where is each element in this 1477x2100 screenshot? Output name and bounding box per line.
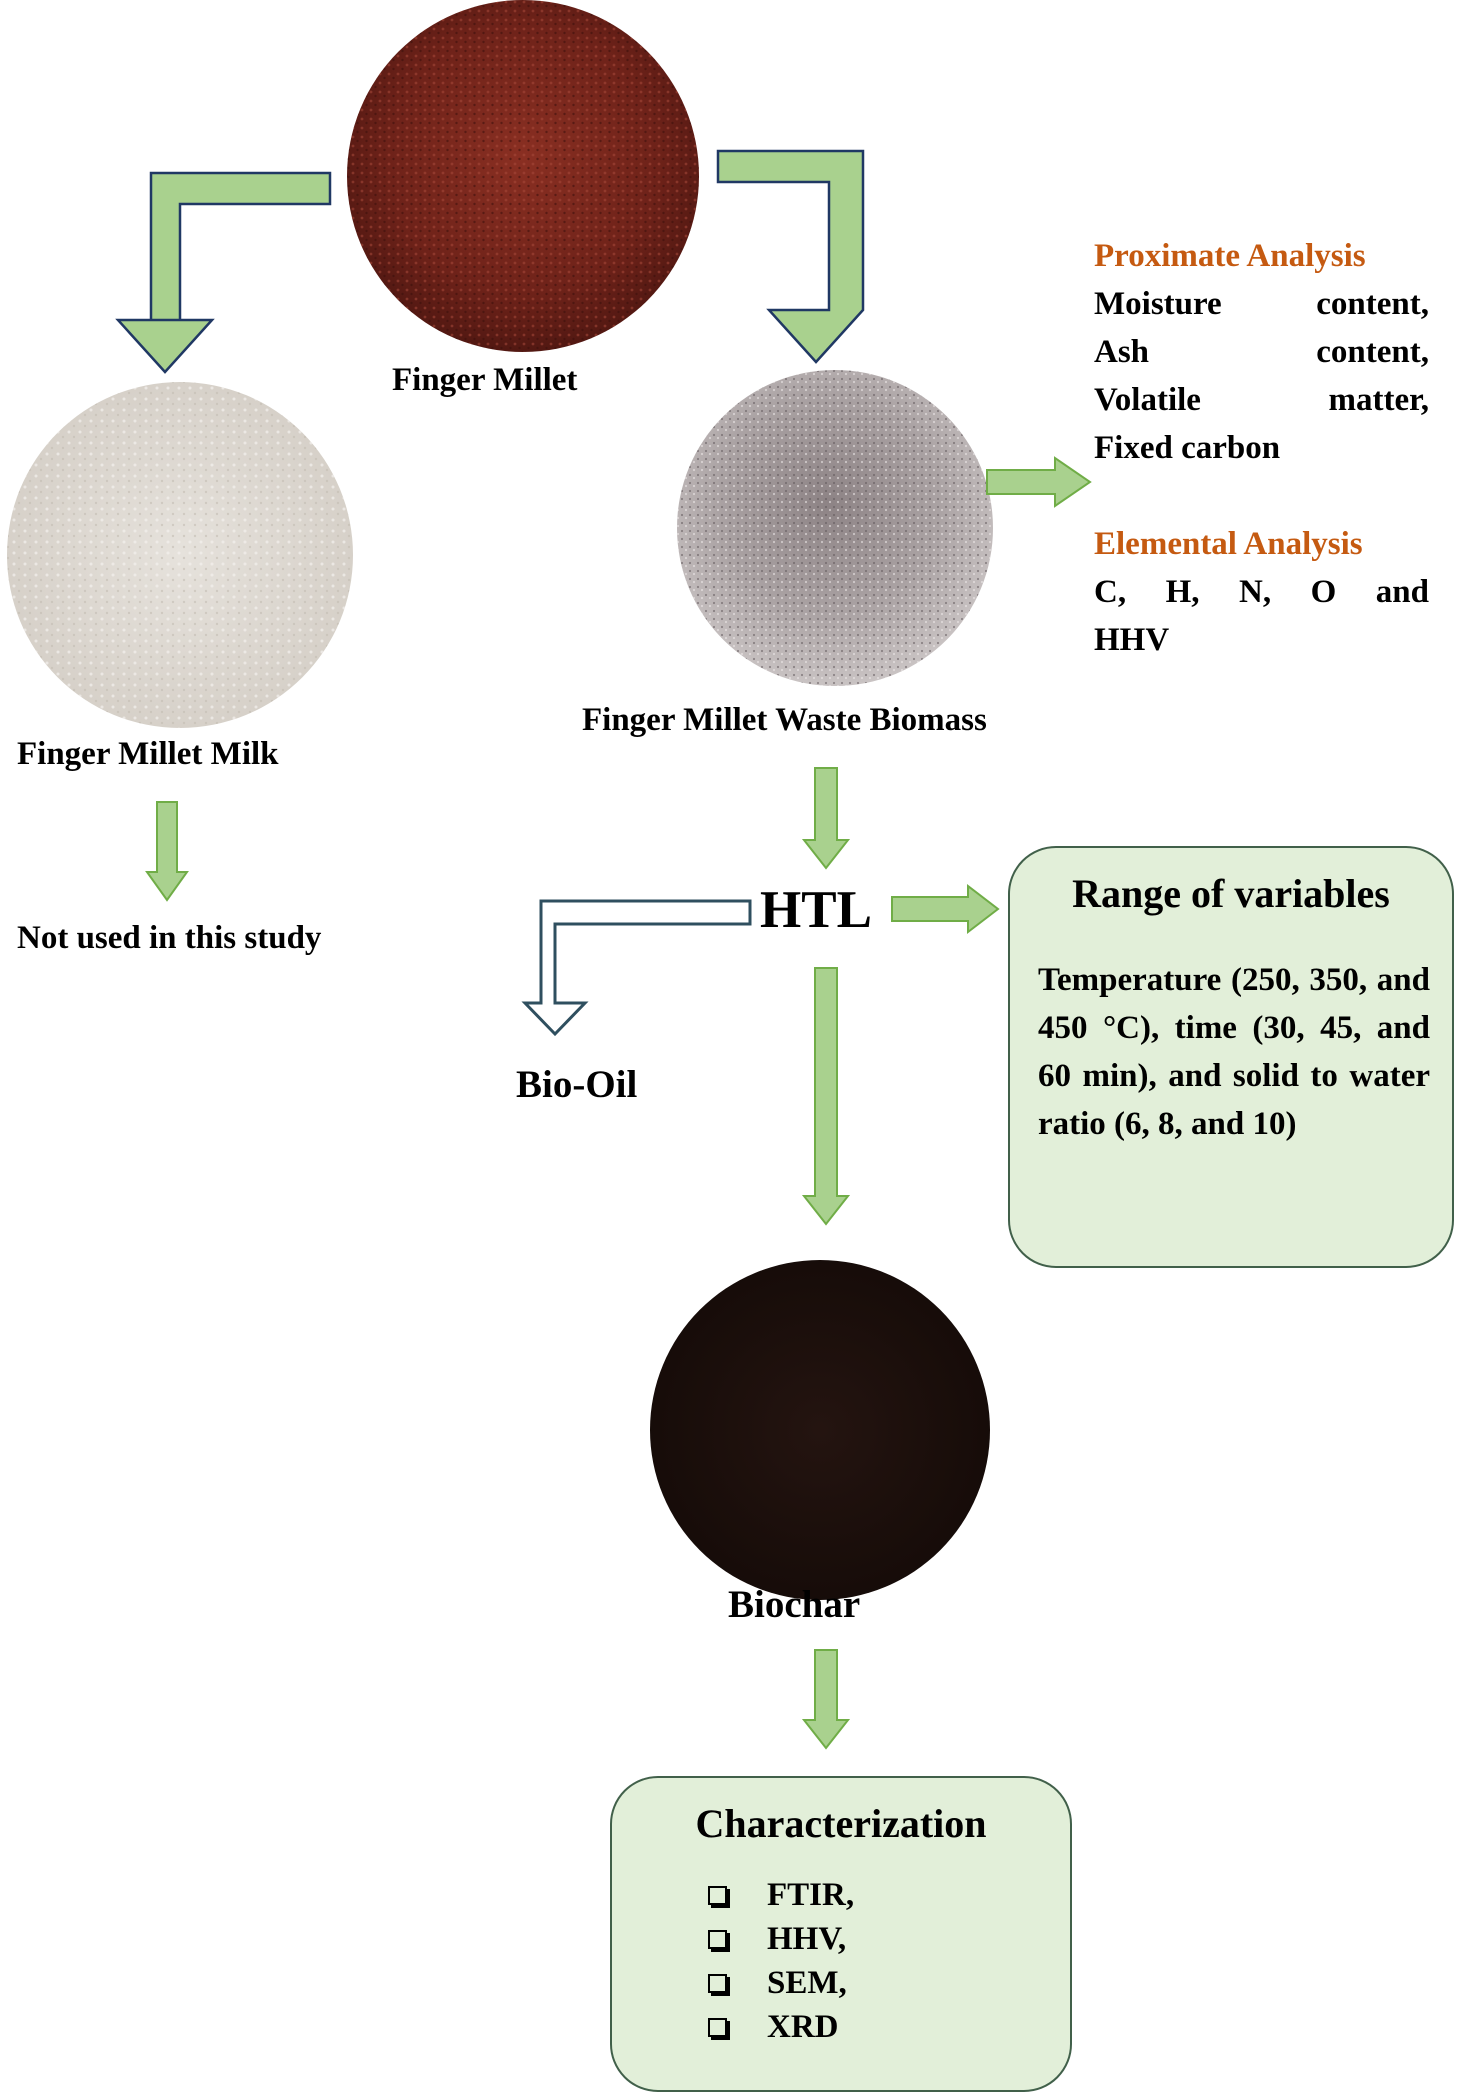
elemental-line-1: C, H, N, O and [1094, 574, 1429, 610]
htl-label: HTL [760, 881, 872, 939]
checkbox-icon [708, 1929, 727, 1949]
checkbox-icon [708, 2017, 727, 2037]
proximate-analysis: Proximate Analysis Moisture content, Ash… [1094, 232, 1429, 472]
arrow-to-range-box [891, 883, 1000, 935]
characterization-list: FTIR, HHV, SEM, XRD [708, 1873, 854, 2049]
checkbox-icon [708, 1973, 727, 1993]
arrow-to-characterization [801, 1649, 851, 1750]
bent-arrow-to-milk [115, 171, 332, 374]
characterization-item: HHV, [708, 1917, 854, 1961]
elemental-line-2: HHV [1094, 622, 1170, 658]
bent-arrow-to-waste-biomass [716, 149, 865, 364]
characterization-title: Characterization [695, 1801, 987, 1846]
elemental-analysis-title: Elemental Analysis [1094, 526, 1363, 562]
range-of-variables-title: Range of variables [1072, 871, 1390, 916]
proximate-line-3: Volatile matter, [1094, 382, 1429, 418]
elemental-analysis: Elemental Analysis C, H, N, O and HHV [1094, 520, 1429, 664]
waste-biomass-label: Finger Millet Waste Biomass [582, 702, 987, 738]
proximate-line-1: Moisture content, [1094, 286, 1429, 322]
range-of-variables-box: Range of variables Temperature (250, 350… [1008, 846, 1454, 1268]
finger-millet-milk-label: Finger Millet Milk [17, 736, 279, 772]
characterization-item: FTIR, [708, 1873, 854, 1917]
range-of-variables-text: Temperature (250, 350, and 450 °C), time… [1038, 962, 1430, 1142]
arrow-to-biochar [801, 967, 851, 1226]
biochar-photo [650, 1260, 990, 1600]
biochar-label: Biochar [728, 1583, 861, 1626]
waste-biomass-photo [677, 370, 993, 686]
bio-oil-label: Bio-Oil [516, 1063, 638, 1106]
arrow-to-analysis [986, 456, 1092, 508]
characterization-item: SEM, [708, 1961, 854, 2005]
arrow-to-not-used [145, 801, 189, 902]
finger-millet-label: Finger Millet [392, 362, 578, 398]
characterization-item: XRD [708, 2005, 854, 2049]
finger-millet-photo [347, 0, 699, 352]
proximate-line-4: Fixed carbon [1094, 430, 1281, 466]
proximate-line-2: Ash content, [1094, 334, 1429, 370]
checkbox-icon [708, 1885, 727, 1905]
not-used-label: Not used in this study [17, 920, 322, 956]
proximate-analysis-title: Proximate Analysis [1094, 238, 1366, 274]
characterization-box: Characterization FTIR, HHV, SEM, XRD [610, 1776, 1072, 2092]
arrow-to-htl [801, 767, 851, 870]
finger-millet-milk-photo [7, 382, 353, 728]
bent-arrow-to-bio-oil [521, 899, 752, 1037]
